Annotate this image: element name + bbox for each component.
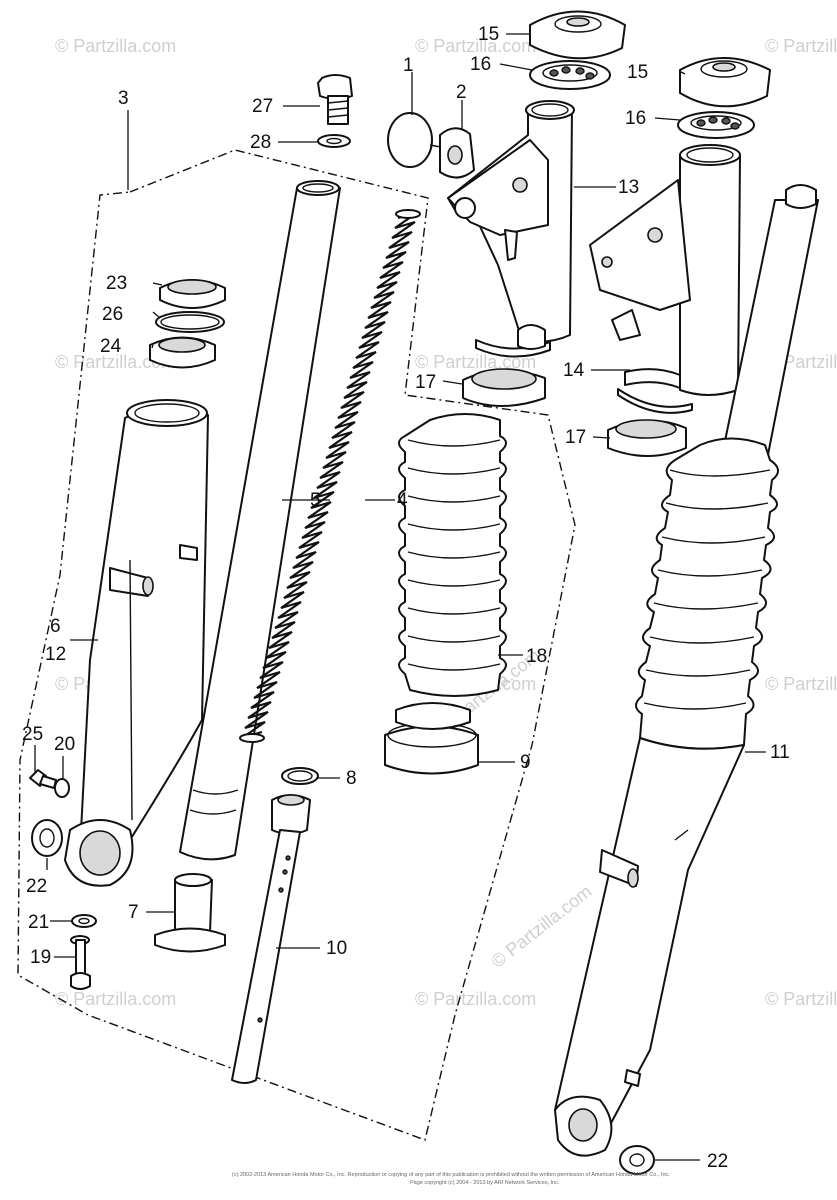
part-5-fork-pipe <box>179 180 341 861</box>
part-22-washer-left <box>31 819 63 857</box>
part-13-left-upper-housing <box>447 100 575 358</box>
callout-10: 10 <box>326 938 347 959</box>
callout-14: 14 <box>563 360 585 381</box>
callout-4: 4 <box>397 490 408 511</box>
callout-27: 27 <box>252 96 273 117</box>
part-1-reflector <box>387 112 447 168</box>
copyright-line-2: Page copyright (c) 2004 - 2013 by ARI Ne… <box>410 1180 560 1186</box>
part-26-snap-ring <box>155 311 225 333</box>
callout-9: 9 <box>520 752 531 773</box>
watermark: © Partzilla.com <box>55 352 176 372</box>
part-17-dust-seal-right <box>607 419 687 457</box>
callout-19: 19 <box>30 947 51 968</box>
callout-20: 20 <box>54 734 75 755</box>
callout-11: 11 <box>770 742 790 763</box>
callout-3: 3 <box>118 88 129 109</box>
part-8-piston-ring <box>281 767 319 785</box>
watermark: © Partzilla.com <box>765 36 837 56</box>
part-21-sealing-washer <box>71 914 97 928</box>
part-16-bearing-left <box>529 60 611 90</box>
callout-17a: 17 <box>415 372 436 393</box>
callout-1: 1 <box>403 55 414 76</box>
part-6-12-left-fork-slider <box>64 399 209 887</box>
part-4-fork-spring <box>239 209 421 743</box>
callout-15a: 15 <box>478 24 499 45</box>
callout-7: 7 <box>128 902 139 923</box>
watermark: © Partzilla.com <box>415 36 536 56</box>
callout-28: 28 <box>250 132 271 153</box>
leader-lines <box>34 33 766 1161</box>
part-19-socket-bolt <box>70 935 91 990</box>
part-14-right-upper-housing <box>589 144 741 414</box>
part-20-sealing-washer <box>54 778 70 798</box>
part-7-oil-lock-piece <box>154 873 226 953</box>
callout-12: 12 <box>45 644 66 665</box>
part-28-washer <box>317 134 351 148</box>
callout-15b: 15 <box>627 62 648 83</box>
callout-26: 26 <box>102 304 123 325</box>
watermark: © Partzilla.com <box>55 36 176 56</box>
callout-8: 8 <box>346 768 357 789</box>
callout-16b: 16 <box>625 108 646 129</box>
part-18-fork-boot <box>398 413 507 697</box>
part-23-oil-seal <box>159 279 226 309</box>
callout-6: 6 <box>50 616 61 637</box>
part-16-bearing-right <box>677 111 755 139</box>
part-24-back-up-ring <box>149 336 216 369</box>
copyright-line-1: (c) 2002-2013 American Honda Motor Co., … <box>232 1172 670 1178</box>
watermark: © Partzilla.com <box>765 989 837 1009</box>
callout-23: 23 <box>106 273 127 294</box>
copyright-footer: (c) 2002-2013 American Honda Motor Co., … <box>232 1172 670 1186</box>
part-10-fork-piston <box>231 794 311 1084</box>
callout-21: 21 <box>28 912 49 933</box>
part-27-fork-bolt <box>317 74 353 125</box>
callout-5: 5 <box>310 490 321 511</box>
callout-22a: 22 <box>26 876 47 897</box>
part-11-right-fork-assembly <box>554 184 819 1157</box>
part-2-reflector-bracket <box>439 127 475 179</box>
part-25-drain-bolt <box>29 769 57 789</box>
callout-24: 24 <box>100 336 122 357</box>
part-17-dust-seal-left <box>462 368 546 407</box>
watermark: © Partzilla.com <box>765 674 837 694</box>
part-15-top-cover-left <box>529 10 626 60</box>
callout-22b: 22 <box>707 1151 728 1172</box>
part-22-washer-right <box>619 1145 655 1175</box>
callout-13: 13 <box>618 177 639 198</box>
watermark: © Partzilla.com <box>487 881 595 971</box>
watermark: © Partzilla.com <box>415 989 536 1009</box>
part-9-seal-ring <box>384 702 479 775</box>
callout-17b: 17 <box>565 427 586 448</box>
callout-2: 2 <box>456 82 467 103</box>
part-15-top-cover-right <box>679 57 771 108</box>
callout-25: 25 <box>22 724 43 745</box>
callout-16a: 16 <box>470 54 491 75</box>
callout-18: 18 <box>526 646 547 667</box>
callout-labels: 1 2 3 4 5 6 12 7 8 9 10 11 13 14 15 15 1… <box>22 24 790 1172</box>
watermark: © Partzilla.com <box>55 989 176 1009</box>
